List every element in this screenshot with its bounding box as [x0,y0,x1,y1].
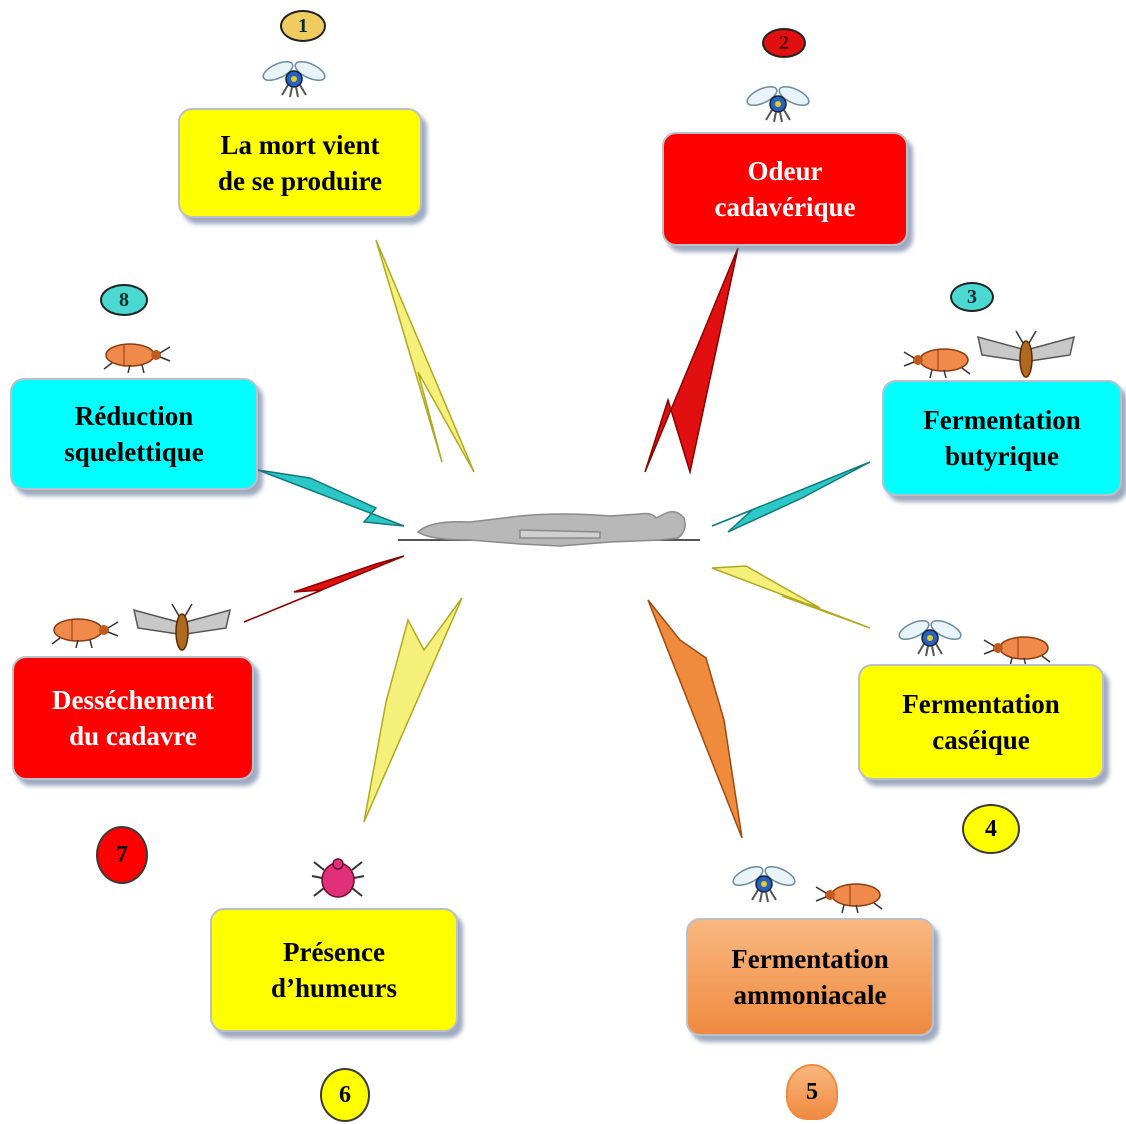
stage-number-1-text: 1 [298,14,308,37]
stage-label-4: Fermentation caséique [902,688,1060,755]
stage-number-6-text: 6 [339,1081,351,1108]
connector-bolt-1 [375,239,475,473]
stage-label-2: Odeur cadavérique [714,155,856,222]
moth-icon [976,330,1076,378]
stage-label-5: Fermentation ammoniacale [731,943,889,1010]
stage-number-5: 5 [786,1064,838,1120]
beetle-icon [903,348,971,379]
connector-bolt-6 [363,597,463,823]
stage-label-6: Présence d’humeurs [270,936,398,1003]
connector-bolt-4 [711,565,871,629]
stage-number-4: 4 [962,804,1020,854]
stage-box-8: Réduction squelettique [10,378,258,490]
stage-box-2: Odeur cadavérique [662,132,908,246]
stage-number-2: 2 [762,28,806,58]
stage-box-7: Desséchement du cadavre [12,656,254,780]
stage-box-5: Fermentation ammoniacale [686,918,934,1036]
stage-number-3-text: 3 [967,285,977,308]
stage-number-6: 6 [320,1068,370,1122]
stage-number-4-text: 4 [985,815,997,842]
stage-number-7: 7 [96,826,148,884]
stage-number-8-text: 8 [119,288,129,311]
stage-box-4: Fermentation caséique [858,664,1104,780]
stage-label-7: Desséchement du cadavre [52,684,214,751]
fly-icon [262,60,326,98]
moth-icon [132,603,232,651]
stage-box-6: Présence d’humeurs [210,908,458,1032]
stage-number-1: 1 [280,10,326,42]
beetle-icon [983,636,1051,667]
connector-bolt-5 [647,599,743,839]
lying-body-icon [398,511,700,547]
stage-label-8: Réduction squelettique [64,400,204,467]
beetle-icon [815,883,883,914]
mite-icon [311,858,365,898]
stage-number-5-text: 5 [806,1078,818,1105]
connector-bolt-8 [257,469,405,527]
stage-number-7-text: 7 [116,841,128,868]
stage-number-3: 3 [950,282,994,312]
stage-label-1: La mort vient de se produire [217,129,383,196]
fly-icon [898,619,962,657]
stage-number-8: 8 [100,284,148,316]
beetle-icon [103,343,171,374]
stage-label-3: Fermentation butyrique [923,404,1081,471]
stage-box-3: Fermentation butyrique [882,380,1122,496]
beetle-icon [51,618,119,649]
fly-icon [746,85,810,123]
stage-number-2-text: 2 [779,31,789,54]
connector-bolt-2 [644,247,739,475]
connector-bolt-7 [243,555,405,623]
fly-icon [732,865,796,903]
stage-box-1: La mort vient de se produire [178,108,422,218]
connector-bolt-3 [711,461,871,533]
